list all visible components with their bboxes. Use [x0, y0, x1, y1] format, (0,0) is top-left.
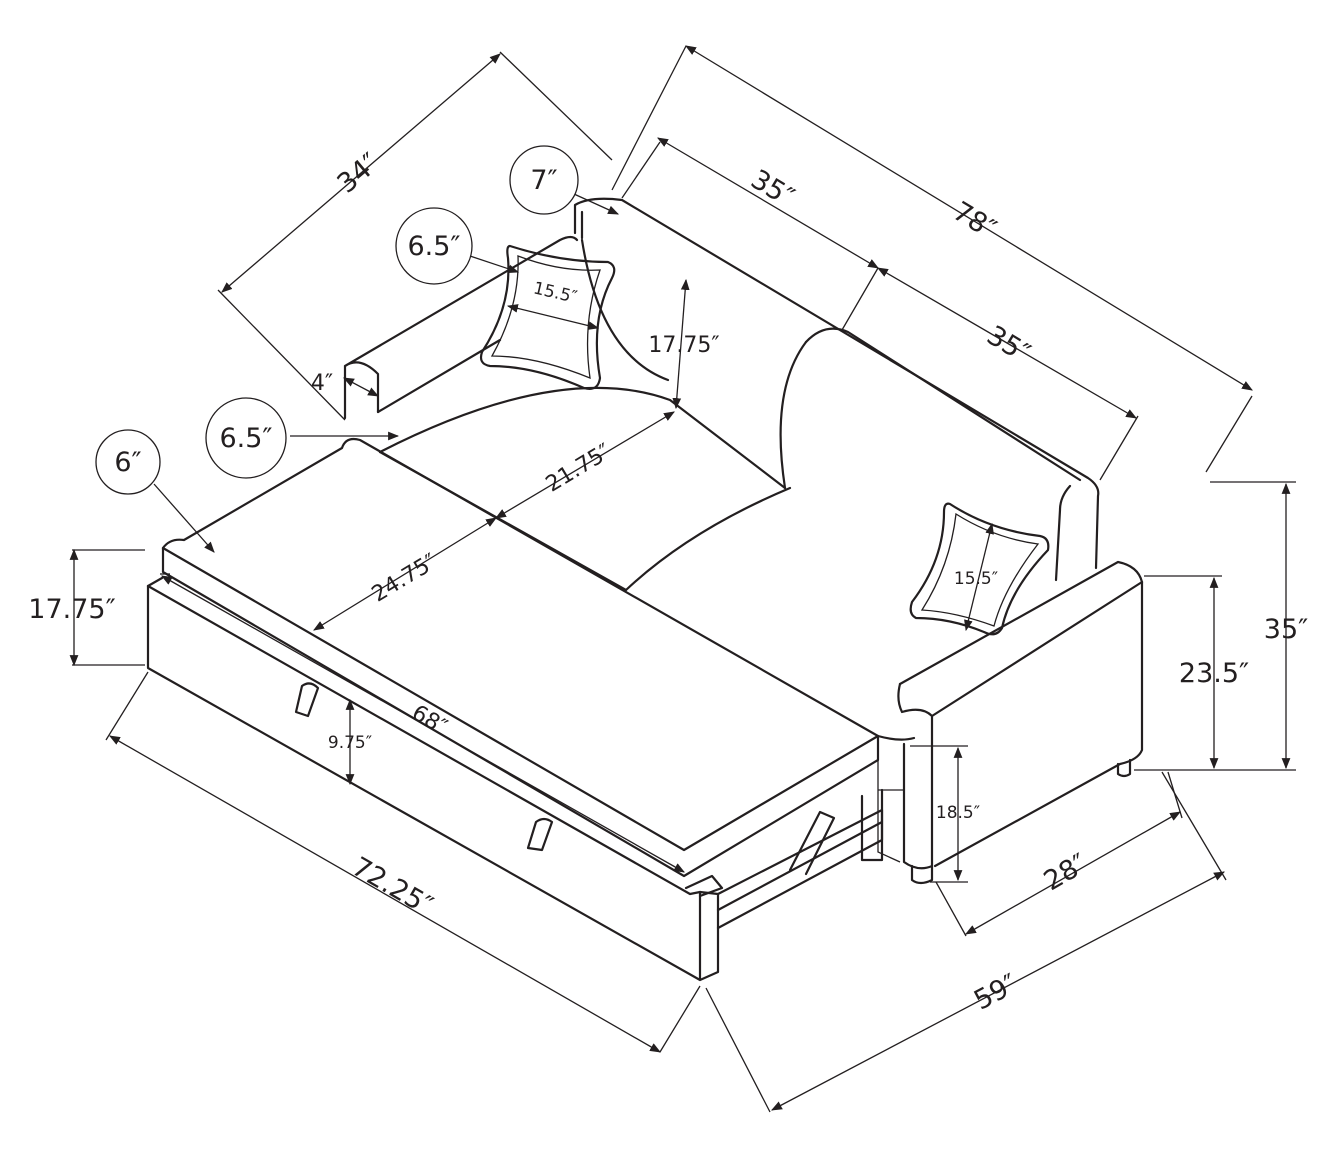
- label-15-5-right: 15.5″: [954, 569, 998, 589]
- dim-7: [573, 193, 620, 215]
- dim-34: [221, 53, 501, 293]
- label-17-75-mattress: 17.75″: [28, 594, 115, 625]
- left-arm-side: [376, 338, 502, 414]
- seat-back-edge: [378, 386, 787, 490]
- dim-35-left: [657, 137, 879, 269]
- label-68: 68″: [407, 700, 451, 740]
- dim-6-5-top: [469, 255, 520, 274]
- dim-4: [343, 377, 379, 397]
- back-frame-inner: [580, 210, 1072, 582]
- label-7: 7″: [530, 165, 557, 196]
- dim-17-75-back: [672, 278, 690, 410]
- dim-15-5-left: [506, 304, 600, 330]
- circle-6-5-side: [205, 397, 287, 479]
- right-arm-front: [897, 682, 934, 870]
- seat-cushion-divider: [624, 486, 792, 592]
- back-cushion-divider: [779, 340, 808, 490]
- label-59: 59″: [969, 968, 1023, 1016]
- pillow-right-inner: [920, 512, 1040, 627]
- label-9-75: 9.75″: [328, 733, 372, 753]
- base-platform: [146, 576, 720, 982]
- back-cushion-left: [580, 238, 670, 382]
- support-leg-1: [294, 682, 320, 718]
- dimension-arrows: [69, 45, 1291, 1111]
- dim-6: [153, 483, 215, 553]
- label-28: 28″: [1039, 848, 1093, 897]
- label-24-75: 24.75″: [368, 549, 442, 607]
- label-72-25: 72.25″: [347, 851, 438, 922]
- label-6-5-side: 6.5″: [219, 423, 272, 454]
- label-6-5-top: 6.5″: [407, 231, 460, 262]
- label-15-5-left: 15.5″: [531, 278, 579, 307]
- label-35-right: 35″: [981, 320, 1035, 369]
- sofa-drawing: [146, 197, 1144, 982]
- dim-35-right: [877, 267, 1137, 419]
- label-35-left: 35″: [745, 164, 799, 213]
- support-leg-2: [526, 817, 554, 852]
- back-cushion-right-top: [804, 327, 1082, 482]
- mattress-top: [161, 437, 916, 741]
- seat-front-panel: [877, 740, 904, 863]
- mattress-front-edge: [161, 546, 880, 878]
- right-arm-top: [898, 560, 1144, 868]
- dim-15-5-right: [964, 522, 994, 632]
- pullout-hinge: [684, 874, 724, 898]
- label-4: 4″: [311, 371, 333, 396]
- label-23-5: 23.5″: [1179, 658, 1249, 689]
- circle-7: [509, 145, 579, 215]
- pullout-frame: [716, 808, 884, 930]
- label-6: 6″: [114, 447, 141, 478]
- label-21-75: 21.75″: [542, 439, 616, 497]
- dim-78: [685, 45, 1253, 391]
- pullout-bracket: [788, 788, 884, 876]
- label-17-75-back: 17.75″: [648, 333, 719, 358]
- label-18-5: 18.5″: [936, 803, 980, 823]
- label-35-height: 35″: [1264, 614, 1308, 645]
- dim-59: [771, 871, 1225, 1111]
- callout-circles: [95, 145, 579, 495]
- back-frame: [573, 197, 1100, 570]
- dim-21-75: [495, 411, 675, 519]
- circle-6-5-top: [395, 207, 473, 285]
- base-top-edge: [146, 584, 702, 896]
- dim-72-25: [109, 735, 661, 1053]
- circle-6: [95, 429, 161, 495]
- right-arm-inner: [930, 580, 1144, 718]
- extension-lines: [72, 45, 1296, 1113]
- pillow-left-shape: [479, 244, 616, 390]
- pillow-right-shape: [909, 502, 1050, 636]
- pillow-left-inner: [490, 255, 601, 380]
- label-78: 78″: [947, 196, 1001, 245]
